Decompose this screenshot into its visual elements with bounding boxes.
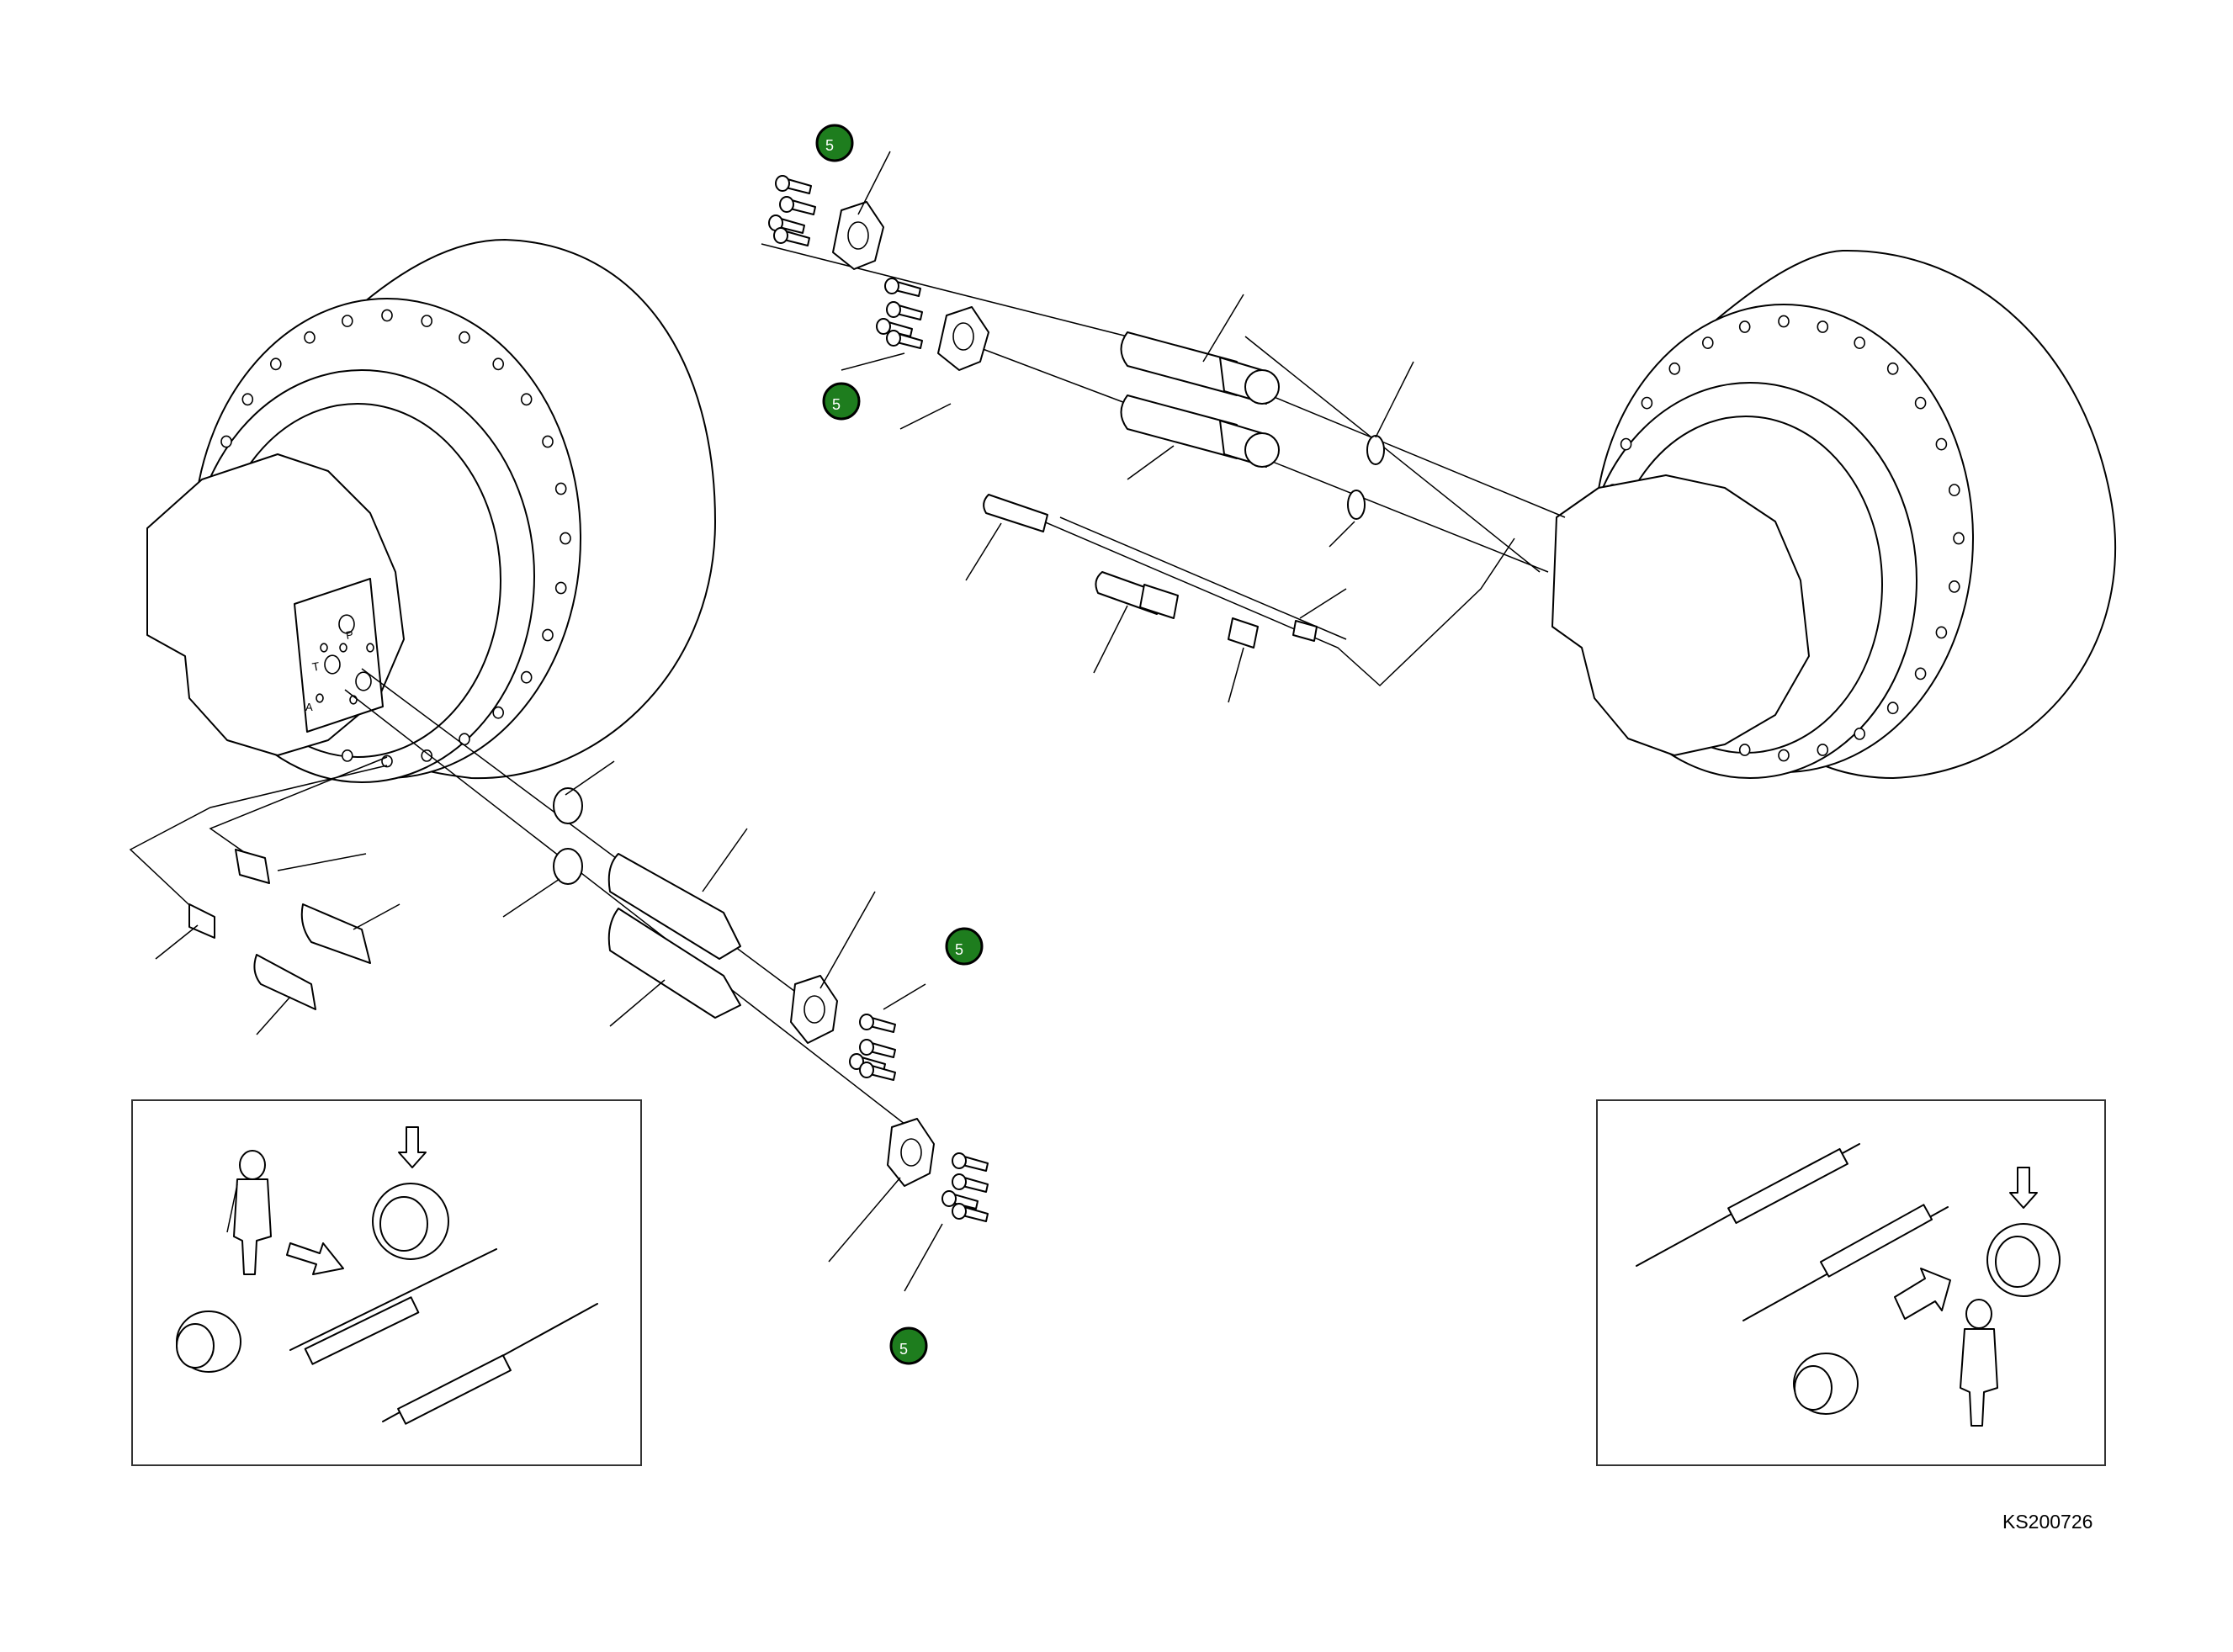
cap-screw	[952, 1152, 989, 1172]
bolt-hole	[220, 435, 232, 448]
callout-badge-mid: 5	[945, 927, 984, 966]
inset-left	[131, 1099, 642, 1466]
diagonal-arrow-icon	[1894, 1268, 1951, 1320]
bolt-hole	[1935, 626, 1948, 639]
down-arrow-icon-right	[2009, 1167, 2038, 1209]
bolt-hole	[1854, 728, 1865, 740]
svg-text:5: 5	[825, 137, 834, 154]
drawing-reference-code: KS200726	[2002, 1511, 2093, 1533]
bolt-hole	[1738, 320, 1751, 333]
cap-screw	[952, 1173, 989, 1193]
bolt-hole	[1949, 484, 1960, 496]
bolt-hole	[269, 357, 282, 371]
callout-badge-top-2: 5	[822, 382, 861, 421]
port-hole	[316, 693, 324, 703]
bolt-hole	[1886, 362, 1899, 375]
bolt-hole	[304, 331, 316, 344]
bolt-hole	[520, 670, 533, 684]
bolt-hole	[492, 706, 505, 719]
bolt-hole	[520, 393, 533, 406]
bolt-hole	[341, 315, 353, 327]
bolt-hole	[1778, 315, 1790, 328]
svg-text:5: 5	[899, 1341, 908, 1358]
operator-figure-icon	[226, 1150, 272, 1275]
port-mark-a: A	[305, 701, 313, 713]
bolt-hole	[1914, 396, 1927, 410]
bolt-hole	[1854, 336, 1865, 349]
port-hole	[320, 643, 328, 653]
right-arrow-icon	[286, 1242, 344, 1275]
bolt-hole	[1817, 744, 1829, 756]
inset-right	[1596, 1099, 2106, 1466]
cap-screw	[859, 1039, 896, 1058]
down-arrow-icon	[398, 1126, 427, 1168]
cap-screw	[859, 1014, 896, 1033]
bolt-hole	[492, 357, 505, 371]
cap-screw	[886, 330, 923, 349]
bolt-hole	[1817, 320, 1829, 333]
operator-figure-icon-right	[1960, 1299, 1998, 1427]
bolt-hole	[1949, 580, 1960, 593]
port-hole	[366, 643, 374, 653]
cap-screw	[773, 227, 810, 246]
port-hole	[355, 671, 372, 691]
bolt-hole	[554, 581, 567, 595]
cap-screw	[941, 1190, 979, 1210]
cap-screw	[886, 301, 923, 320]
bolt-hole	[341, 749, 353, 762]
bolt-hole	[1620, 437, 1632, 451]
bolt-hole	[1702, 336, 1714, 349]
bolt-hole	[381, 309, 393, 322]
port-hole	[339, 643, 347, 653]
bolt-hole	[1935, 437, 1948, 451]
bolt-hole	[459, 331, 470, 344]
right-travel-motor	[1551, 249, 2117, 779]
bolt-hole	[542, 628, 554, 642]
bolt-hole	[1886, 702, 1899, 715]
port-hole	[324, 654, 341, 675]
leader-lines	[155, 151, 1414, 1292]
port-mark-p: P	[345, 628, 354, 642]
bolt-hole	[1738, 744, 1751, 756]
bolt-hole	[1953, 532, 1965, 545]
cap-screw	[775, 175, 812, 194]
bolt-hole	[554, 482, 567, 495]
left-travel-motor: T P A	[146, 239, 716, 783]
bolt-hole	[1778, 749, 1790, 762]
bolt-hole	[542, 435, 554, 448]
cap-screw	[779, 196, 816, 215]
callout-badge-bottom: 5	[889, 1326, 928, 1365]
callout-badge-top-1: 5	[815, 124, 854, 162]
bolt-hole	[1914, 667, 1927, 680]
svg-text:5: 5	[832, 396, 841, 413]
port-hole	[338, 614, 355, 634]
bolt-hole	[421, 315, 433, 327]
lower-fittings	[188, 787, 989, 1222]
svg-text:5: 5	[955, 941, 963, 958]
port-mark-t: T	[311, 659, 321, 674]
upper-fittings	[768, 175, 1385, 649]
cap-screw	[859, 1062, 896, 1081]
bolt-hole	[421, 749, 433, 762]
bolt-hole	[241, 393, 254, 406]
bolt-hole	[560, 532, 571, 545]
cap-screw	[952, 1203, 989, 1222]
bolt-hole	[1668, 362, 1681, 375]
cap-screw	[884, 278, 921, 297]
bolt-hole	[1641, 396, 1653, 410]
